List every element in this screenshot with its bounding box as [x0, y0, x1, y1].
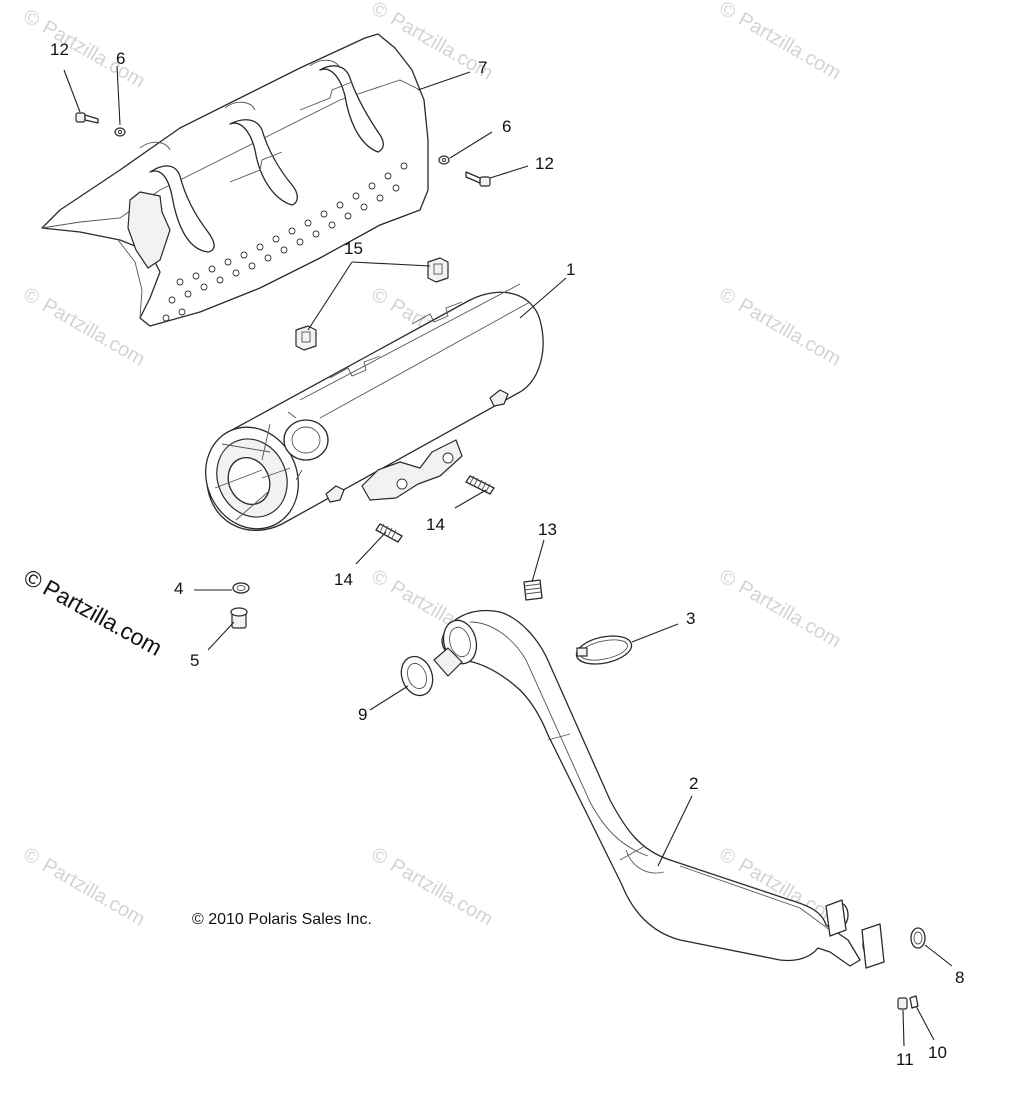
callout-10: 10 [928, 1043, 947, 1062]
watermark-symbol: © [368, 565, 392, 592]
watermark-text: Partzilla.com [39, 854, 149, 930]
muffler-part-1[interactable] [189, 283, 544, 544]
watermark-symbol: © [20, 843, 44, 870]
callout-2: 2 [689, 774, 698, 793]
callout-7: 7 [478, 58, 487, 77]
watermark-text: Partzilla.com [39, 294, 149, 370]
spring-part-14a[interactable] [465, 475, 495, 495]
watermark-symbol: © [368, 0, 392, 24]
heat-shield-part-7[interactable] [41, 33, 429, 327]
callout-12b: 12 [535, 154, 554, 173]
grommet-part-15b[interactable] [295, 325, 317, 351]
callout-8: 8 [955, 968, 964, 987]
spring-part-14b[interactable] [375, 523, 403, 543]
watermark-symbol: © [716, 843, 740, 870]
watermark-symbol: © [716, 283, 740, 310]
plug-part-5[interactable] [230, 607, 248, 629]
clip-part-10[interactable] [909, 995, 919, 1009]
watermark-symbol: © [20, 5, 44, 32]
watermark-symbol: © [368, 843, 392, 870]
nut-part-11[interactable] [897, 997, 908, 1010]
watermark-symbol: © [368, 283, 392, 310]
watermark-text: Partzilla.com [735, 294, 845, 370]
spring-part-13[interactable] [523, 579, 543, 601]
copyright-text: © 2010 Polaris Sales Inc. [192, 911, 372, 928]
callout-13: 13 [538, 520, 557, 539]
nut-part-6b[interactable] [438, 155, 450, 165]
watermark-main: © Partzilla.com [20, 564, 167, 661]
nut-part-6a[interactable] [114, 127, 126, 137]
watermark-text: Partzilla.com [735, 8, 845, 84]
gasket-ring-part-9[interactable] [396, 652, 438, 700]
clamp-part-3[interactable] [574, 631, 634, 668]
callout-15: 15 [344, 239, 363, 258]
watermark-main-text: Partzilla.com [39, 574, 167, 661]
bolt-part-12b[interactable] [465, 171, 491, 187]
callout-14a: 14 [426, 515, 445, 534]
watermark-symbol: © [20, 283, 44, 310]
callout-6a: 6 [116, 49, 125, 68]
watermark-text: Partzilla.com [387, 854, 497, 930]
callout-11: 11 [896, 1050, 914, 1069]
callout-3: 3 [686, 609, 695, 628]
callout-12a: 12 [50, 40, 69, 59]
gasket-part-8[interactable] [910, 927, 926, 949]
bolt-part-12a[interactable] [75, 112, 99, 124]
heat-shield-holes [162, 162, 408, 322]
watermark-text: Partzilla.com [735, 576, 845, 652]
grommet-part-15a[interactable] [427, 257, 449, 283]
callout-1: 1 [566, 260, 575, 279]
leader-lines [63, 65, 953, 1047]
callout-6b: 6 [502, 117, 511, 136]
callout-9: 9 [358, 705, 367, 724]
gasket-part-4[interactable] [232, 582, 250, 594]
watermark-symbol: © [716, 565, 740, 592]
callout-5: 5 [190, 651, 199, 670]
watermark-symbol: © [716, 0, 740, 24]
callout-labels: 12 6 7 6 12 15 1 14 14 13 4 5 3 9 2 8 10… [50, 40, 964, 1069]
callout-14b: 14 [334, 570, 353, 589]
callout-4: 4 [174, 579, 183, 598]
head-pipe-part-2[interactable] [433, 610, 885, 969]
